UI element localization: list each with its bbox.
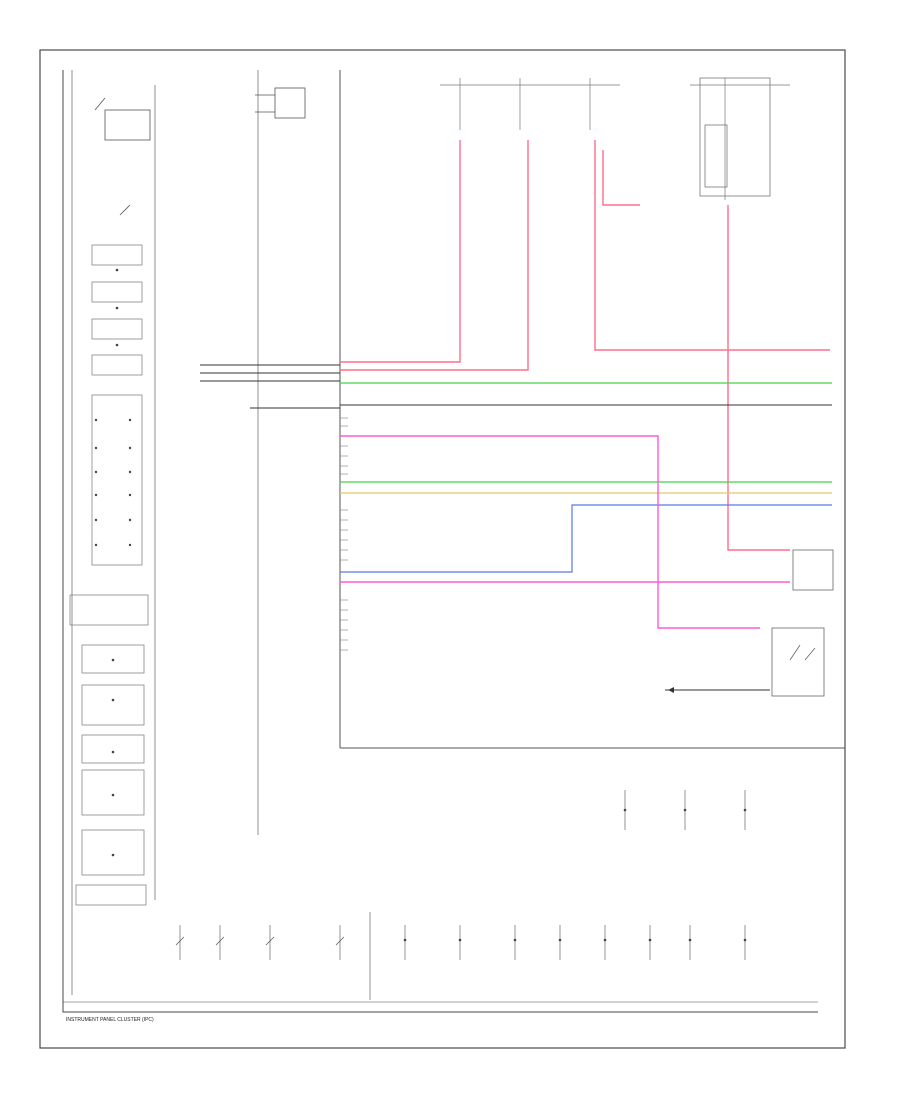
bottom-row-switch-marks (175, 936, 345, 946)
top-fuse-boxes (699, 77, 771, 197)
ground-arrow (668, 687, 674, 693)
left-stack-dots (94, 268, 132, 857)
lower-right-dots (623, 808, 747, 812)
diagram-frame (39, 49, 846, 1049)
cluster-boundary (62, 70, 818, 1013)
green-wires (340, 382, 832, 483)
blue-wire (340, 504, 832, 573)
red-wires (340, 140, 830, 551)
bottom-row-leads (179, 912, 746, 1000)
connector-pins (340, 417, 348, 651)
pink-wires (340, 435, 790, 629)
right-module (771, 549, 834, 697)
dark-wires (200, 364, 832, 691)
indicator-stack-upper (69, 244, 149, 906)
top-fuse-leads (440, 78, 790, 200)
upper-left-switches (94, 87, 306, 216)
bottom-row-dots (403, 938, 747, 942)
diagram-caption: INSTRUMENT PANEL CLUSTER (IPC) (66, 1017, 154, 1023)
